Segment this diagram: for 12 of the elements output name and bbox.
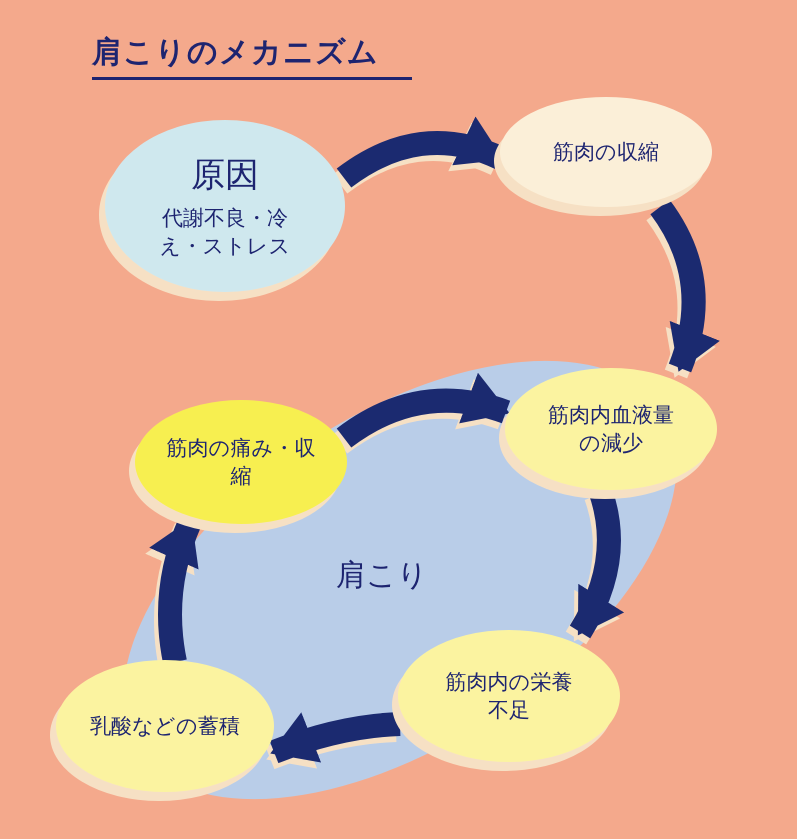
node-text: 筋肉内血液量の減少	[547, 402, 675, 457]
curved-arrow	[650, 200, 719, 372]
node-text: 筋肉の収縮	[553, 139, 659, 166]
curved-arrow	[337, 374, 510, 448]
heading-text: 原因	[191, 154, 259, 197]
node-text: 筋肉内の栄養不足	[444, 669, 574, 724]
node-text: 乳酸などの蓄積	[90, 713, 240, 740]
curved-arrow	[270, 712, 401, 764]
node-text: 筋肉の痛み・収縮	[166, 435, 316, 490]
center-label: 肩こり	[336, 557, 428, 595]
body-text: 代謝不良・冷え・ストレス	[158, 205, 292, 260]
title: 肩こりのメカニズム	[92, 32, 412, 80]
